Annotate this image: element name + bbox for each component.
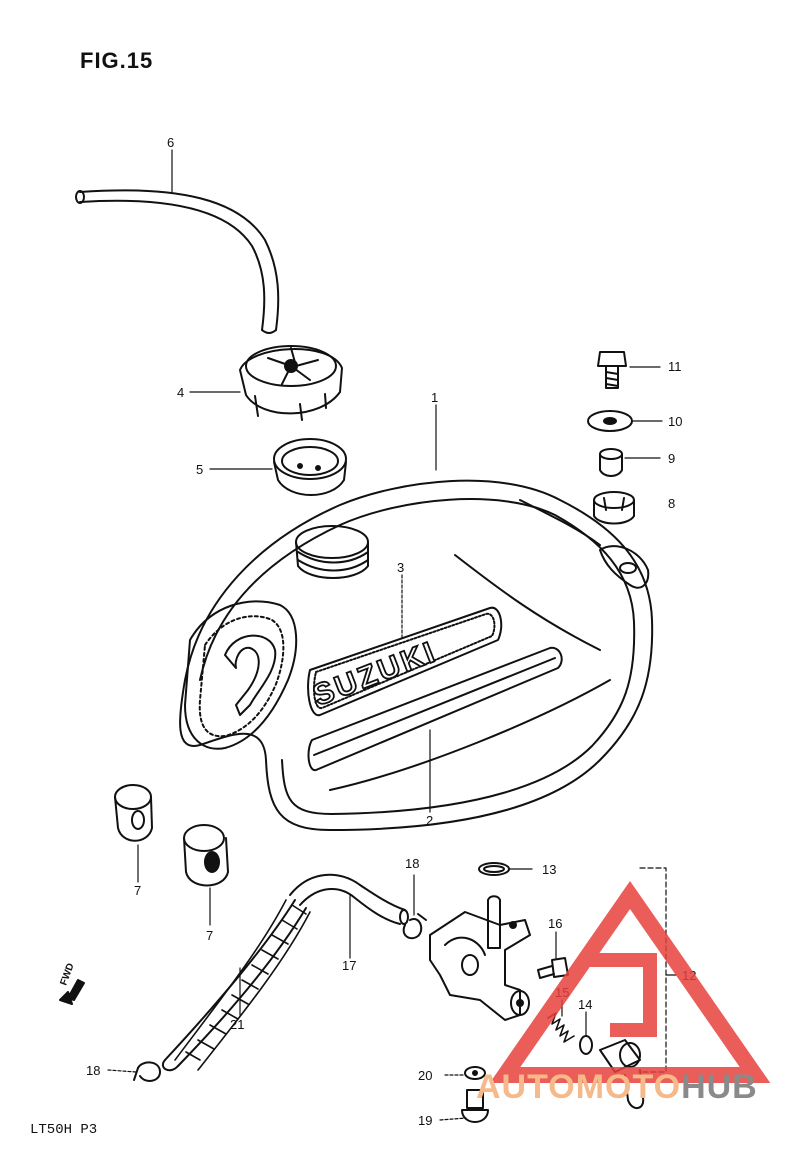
part-number-20: 20 <box>418 1068 432 1083</box>
drain-bolt <box>461 1089 489 1123</box>
cushion <box>593 491 635 525</box>
part-number-4: 4 <box>177 385 184 400</box>
part-number-17: 17 <box>342 958 356 973</box>
fuel-cap <box>239 345 343 421</box>
part-number-11: 11 <box>668 359 682 374</box>
watermark-text-part1: AUTOMOTO <box>476 1068 682 1106</box>
leader-lines <box>107 149 677 1121</box>
part-number-8: 8 <box>668 496 675 511</box>
part-number-18b: 18 <box>86 1063 100 1078</box>
stripe-decal <box>307 646 611 791</box>
drain-washer <box>464 1066 486 1080</box>
part-number-2: 2 <box>426 813 433 828</box>
washer <box>587 410 633 432</box>
part-number-21: 21 <box>230 1017 244 1032</box>
part-number-16: 16 <box>548 916 562 931</box>
part-number-7a: 7 <box>134 883 141 898</box>
small-o-ring <box>579 1035 593 1055</box>
part-number-9: 9 <box>668 451 675 466</box>
part-number-7b: 7 <box>206 928 213 943</box>
forward-label: FWD <box>58 962 76 987</box>
tank-cushion-lower <box>183 824 229 887</box>
tank-emblem <box>307 606 503 717</box>
part-number-14: 14 <box>578 997 592 1012</box>
watermark-text: AUTOMOTOHUB <box>476 1068 758 1107</box>
part-number-1: 1 <box>431 390 438 405</box>
part-number-5: 5 <box>196 462 203 477</box>
fuel-hose <box>161 873 409 1072</box>
part-number-6: 6 <box>167 135 174 150</box>
forward-arrow-icon <box>59 979 85 1005</box>
fuel-cock <box>429 895 531 1021</box>
part-number-3: 3 <box>397 560 404 575</box>
collar <box>599 448 623 477</box>
part-number-10: 10 <box>668 414 682 429</box>
hose-clamp-lower <box>133 1061 161 1082</box>
model-code: LT50H P3 <box>30 1122 98 1138</box>
part-number-13: 13 <box>542 862 556 877</box>
cap-gasket <box>273 438 347 496</box>
part-number-19: 19 <box>418 1113 432 1128</box>
hose-protector <box>174 899 311 1071</box>
o-ring <box>478 862 510 876</box>
breather-hose <box>75 189 280 334</box>
watermark-text-part2: HUB <box>681 1068 758 1106</box>
cock-screw <box>537 957 569 979</box>
part-number-18a: 18 <box>405 856 419 871</box>
hose-clamp-upper <box>402 913 427 940</box>
figure-title: FIG.15 <box>80 48 154 73</box>
filler-neck <box>295 525 369 579</box>
mounting-bolt <box>597 351 627 389</box>
spring <box>547 1012 575 1043</box>
tank-cushion-upper <box>114 784 153 842</box>
fuel-tank <box>179 479 654 831</box>
watermark-logo <box>489 880 771 1083</box>
